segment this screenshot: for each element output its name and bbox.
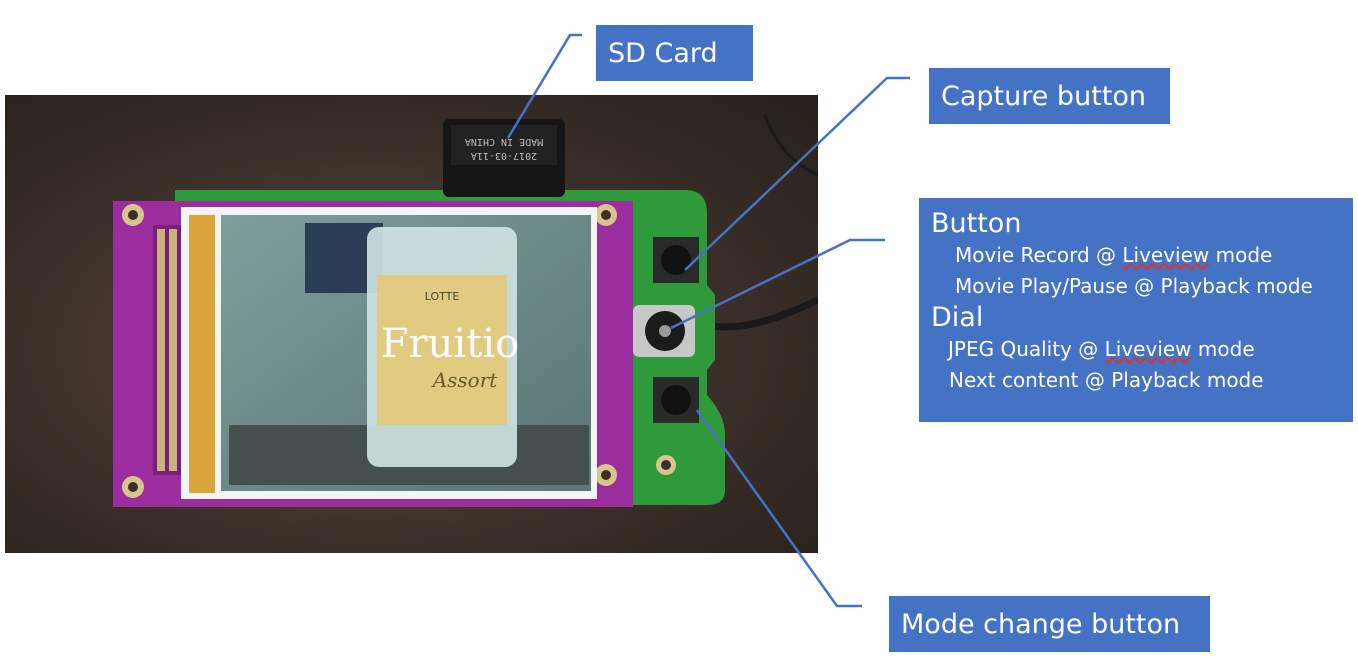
dial-line-1-underlined: Liveview <box>1104 337 1192 361</box>
button-line-2-text: Movie Play/Pause @ Playback mode <box>955 274 1313 298</box>
sd-card-slot: MADE IN CHINA 2017-03-11A <box>443 119 565 197</box>
flex-cable <box>189 215 215 493</box>
product-brand: LOTTE <box>425 290 460 303</box>
dial-leader <box>670 238 885 330</box>
pin-header <box>153 225 181 475</box>
product-name: Fruitio <box>381 321 519 367</box>
sd-text-1: MADE IN CHINA <box>465 136 543 147</box>
sd-card-leader <box>506 33 582 139</box>
dial-line-2: Next content @ Playback mode <box>931 365 1353 396</box>
device-photo: MADE IN CHINA 2017-03-11A <box>5 95 818 553</box>
dial-line-1: JPEG Quality @ Liveview mode <box>931 334 1353 365</box>
sd-card-label-text: SD Card <box>608 37 718 69</box>
capture-button-label-text: Capture button <box>941 80 1146 112</box>
dial-heading: Dial <box>931 302 984 333</box>
dial-line-1-pre: JPEG Quality @ <box>948 337 1105 361</box>
product-sub: Assort <box>431 368 499 392</box>
mode-change-button-label: Mode change button <box>889 596 1210 652</box>
capture-button <box>653 237 699 283</box>
button-line-1-post: mode <box>1209 243 1273 267</box>
lcd-screen: LOTTE Fruitio Assort <box>221 215 591 491</box>
mode-leader <box>695 409 862 608</box>
capture-leader <box>684 76 910 271</box>
usb-cable <box>704 296 818 331</box>
button-dial-info-box: Button Movie Record @ Liveview mode Movi… <box>919 198 1353 422</box>
button-line-1: Movie Record @ Liveview mode <box>931 240 1353 271</box>
button-heading: Button <box>931 208 1022 239</box>
sd-text-2: 2017-03-11A <box>471 150 537 161</box>
cable-top <box>763 114 818 177</box>
button-line-1-underlined: Liveview <box>1122 243 1210 267</box>
mode-change-button-label-text: Mode change button <box>901 608 1181 640</box>
dial <box>633 305 695 357</box>
button-line-2: Movie Play/Pause @ Playback mode <box>931 271 1353 302</box>
dial-line-2-text: Next content @ Playback mode <box>949 368 1264 392</box>
capture-button-label: Capture button <box>929 68 1170 124</box>
button-line-1-pre: Movie Record @ <box>955 243 1123 267</box>
mode-change-button <box>653 377 699 423</box>
dial-line-1-post: mode <box>1191 337 1255 361</box>
device-illustration: MADE IN CHINA 2017-03-11A <box>113 114 818 507</box>
sd-card-label: SD Card <box>596 25 753 81</box>
